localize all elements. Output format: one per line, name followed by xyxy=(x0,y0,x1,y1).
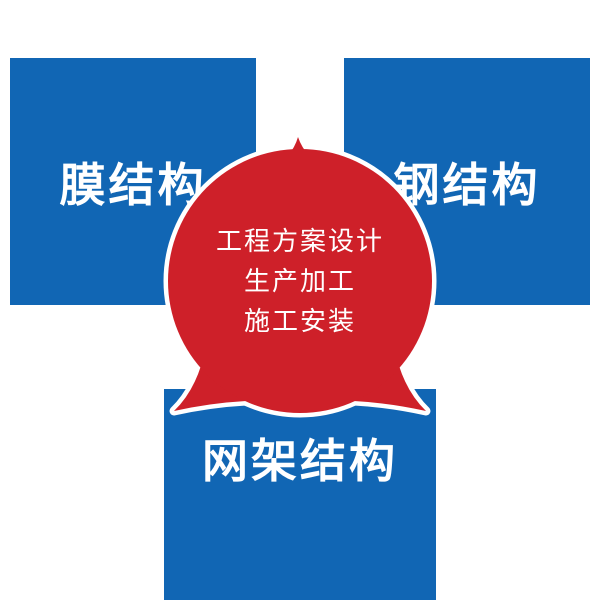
center-text-block: 工程方案设计 生产加工 施工安装 xyxy=(150,222,450,342)
splash-horn-top-halo xyxy=(263,132,335,177)
center-line-design: 工程方案设计 xyxy=(215,227,384,257)
center-line-production: 生产加工 xyxy=(243,267,356,297)
box-steel-label: 钢结构 xyxy=(393,157,541,212)
center-line-installation: 施工安装 xyxy=(243,307,356,337)
box-grid-structure: 网架结构 xyxy=(164,389,436,600)
box-grid-label: 网架结构 xyxy=(202,434,398,488)
box-membrane-label: 膜结构 xyxy=(59,157,207,212)
splash-horn-top xyxy=(268,137,330,172)
